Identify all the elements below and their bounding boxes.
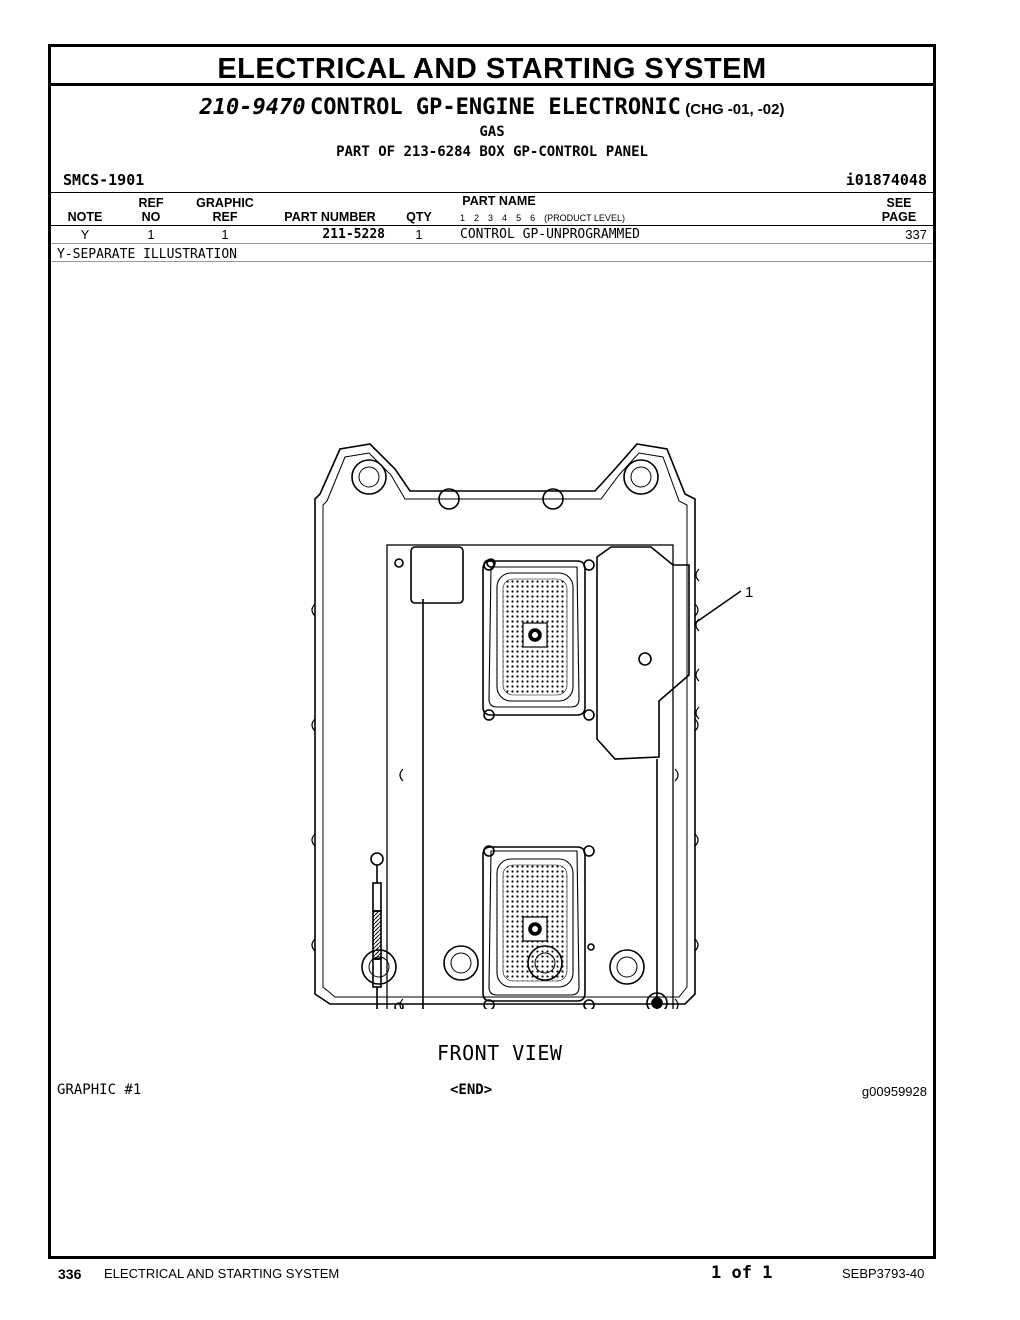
row-graphic-ref: 1 (221, 227, 229, 242)
graphic-id: g00959928 (861, 1084, 927, 1099)
col-part-number: PART NUMBER (284, 210, 376, 224)
note-legend: Y-SEPARATE ILLUSTRATION (57, 247, 238, 262)
col-ref-no: REF NO (129, 196, 173, 224)
col-qty: QTY (406, 210, 432, 224)
row-ref-no: 1 (147, 227, 155, 242)
level-2: 2 (474, 213, 480, 223)
view-label: FRONT VIEW (437, 1041, 563, 1065)
footer-page-number: 336 (58, 1266, 82, 1282)
title-rule (51, 83, 933, 86)
level-3: 3 (488, 213, 494, 223)
part-of-label: PART OF 213-6284 BOX GP-CONTROL PANEL (336, 144, 648, 160)
col-see-top: SEE (886, 196, 912, 210)
level-4: 4 (502, 213, 508, 223)
part-name-heading: CONTROL GP-ENGINE ELECTRONIC (309, 95, 681, 120)
part-heading: 210-9470 CONTROL GP-ENGINE ELECTRONIC (C… (51, 95, 933, 120)
col-part-name: PART NAME (462, 194, 536, 208)
document-ident: i01874048 (845, 171, 927, 189)
smcs-rule (51, 192, 933, 193)
footer-section: ELECTRICAL AND STARTING SYSTEM (104, 1266, 340, 1281)
section-title: ELECTRICAL AND STARTING SYSTEM (217, 53, 767, 85)
level-5: 5 (516, 213, 522, 223)
application-label: GAS (479, 124, 505, 140)
header-rule (51, 225, 933, 226)
level-6: 6 (530, 213, 536, 223)
callout-1: 1 (745, 584, 754, 601)
callout-leader (694, 590, 742, 624)
part-number-heading: 210-9470 (199, 95, 306, 120)
row-part-number: 211-5228 (322, 227, 385, 242)
col-ref-top: REF (138, 196, 164, 210)
levels-label: (PRODUCT LEVEL) (544, 213, 625, 223)
row-note: Y (80, 227, 90, 242)
footer-page-of: 1 of 1 (711, 1263, 773, 1283)
ecm-illustration (311, 443, 700, 1009)
col-note: NOTE (67, 210, 103, 224)
row-qty: 1 (415, 227, 423, 242)
note-rule (51, 261, 933, 262)
col-graphic-top: GRAPHIC (196, 196, 254, 210)
page-frame: ELECTRICAL AND STARTING SYSTEM 210-9470 … (48, 44, 936, 1259)
smcs-code: SMCS-1901 (63, 171, 145, 189)
row-rule (51, 243, 933, 244)
row-see-page: 337 (905, 227, 927, 242)
col-see-bottom: PAGE (881, 210, 917, 224)
level-1: 1 (460, 213, 466, 223)
row-part-name: CONTROL GP-UNPROGRAMMED (460, 227, 641, 242)
graphic-label: GRAPHIC #1 (57, 1082, 142, 1098)
col-graphic-bottom: REF (212, 210, 238, 224)
col-graphic-ref: GRAPHIC REF (187, 196, 263, 224)
change-label: (CHG -01, -02) (685, 101, 785, 118)
col-see-page: SEE PAGE (871, 196, 927, 224)
end-label: <END> (450, 1082, 493, 1098)
footer-doc-number: SEBP3793-40 (842, 1266, 925, 1281)
col-ref-bottom: NO (141, 210, 161, 224)
